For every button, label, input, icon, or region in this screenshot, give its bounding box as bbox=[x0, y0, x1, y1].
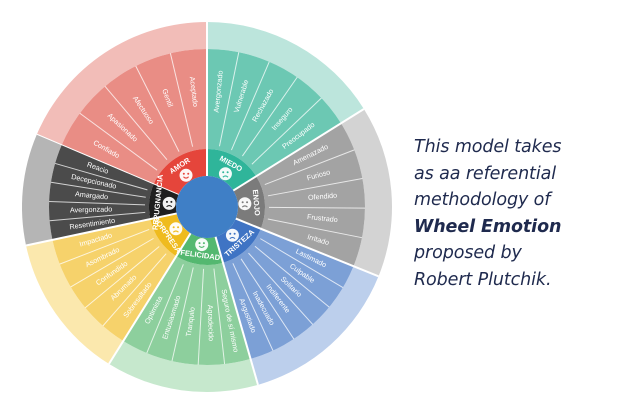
emotion-divider bbox=[267, 177, 363, 197]
surprised-face-icon bbox=[169, 222, 183, 236]
segment-emotion-band bbox=[207, 49, 341, 177]
emotion-label: Aceptado bbox=[188, 76, 200, 107]
emotion-divider bbox=[267, 218, 363, 239]
segment-emotion-band bbox=[256, 123, 365, 267]
segment-core bbox=[207, 149, 257, 191]
emotion-divider bbox=[197, 268, 205, 365]
emotion-divider bbox=[84, 246, 160, 309]
caption-highlight: Wheel Emotion bbox=[414, 216, 562, 237]
emotion-divider bbox=[102, 253, 167, 327]
emotion-divider bbox=[54, 162, 148, 191]
segment-outer-band bbox=[250, 266, 379, 385]
segment-outer-band bbox=[340, 108, 392, 277]
emotion-divider bbox=[50, 181, 146, 198]
segment-emotion-band bbox=[123, 256, 251, 365]
caption-line: as aa referential bbox=[414, 163, 556, 184]
wheel-center-hub bbox=[176, 176, 238, 238]
emotion-divider bbox=[59, 228, 150, 265]
segment-outer-band bbox=[108, 340, 258, 393]
emotion-divider bbox=[146, 264, 184, 354]
segment-separator bbox=[108, 232, 192, 365]
emotion-divider bbox=[260, 238, 344, 289]
emotion-divider bbox=[232, 263, 274, 351]
emotion-divider bbox=[171, 267, 194, 362]
emotion-divider bbox=[79, 112, 158, 171]
segment-emotion-band bbox=[61, 49, 207, 185]
emotion-label: Agradecido bbox=[206, 305, 216, 342]
segment-enojo bbox=[232, 108, 392, 277]
emotion-label: Tranquilo bbox=[184, 306, 197, 337]
segment-outer-band bbox=[26, 239, 124, 364]
emotion-divider bbox=[230, 61, 270, 151]
emotion-divider bbox=[213, 268, 226, 365]
wheel-ring-layer bbox=[22, 22, 392, 393]
caption-text: This model takes as aa referential metho… bbox=[414, 134, 636, 293]
caption-line: Robert Plutchik. bbox=[414, 269, 552, 290]
segment-separator bbox=[232, 108, 365, 192]
emotion-divider bbox=[248, 252, 314, 325]
emotion-divider bbox=[268, 206, 365, 209]
emotion-divider bbox=[169, 53, 194, 147]
emotion-divider bbox=[218, 52, 240, 147]
segment-core bbox=[215, 218, 261, 263]
emotion-divider bbox=[264, 149, 355, 186]
emotion-label: Ofendido bbox=[308, 191, 338, 203]
segment-core bbox=[150, 213, 191, 257]
emotion-divider bbox=[49, 211, 146, 222]
emotion-divider bbox=[70, 237, 154, 288]
emotion-divider bbox=[49, 200, 146, 206]
category-label-enojo: ENOJO bbox=[251, 189, 262, 216]
caption-line: proposed by bbox=[414, 243, 522, 263]
smile-heart-eyes-icon bbox=[179, 168, 193, 182]
emotion-label: Avergonzado bbox=[70, 204, 112, 214]
segment-separator bbox=[36, 133, 179, 196]
caption-line: This model takes bbox=[414, 137, 562, 157]
sad-face-icon bbox=[225, 228, 239, 242]
segment-separator bbox=[235, 217, 379, 278]
emotion-divider bbox=[241, 76, 298, 157]
segment-outer-band bbox=[207, 22, 364, 124]
segment-outer-band bbox=[36, 22, 207, 146]
segment-repugnancia bbox=[22, 134, 179, 247]
emotion-divider bbox=[254, 245, 330, 308]
segment-amor bbox=[36, 22, 207, 196]
disgust-face-icon bbox=[162, 196, 176, 210]
emotion-divider bbox=[104, 85, 168, 160]
happy-face-icon bbox=[195, 238, 209, 252]
emotion-label: Avergonzado bbox=[212, 70, 225, 113]
emotion-divider bbox=[135, 65, 180, 152]
segment-core bbox=[153, 149, 207, 195]
angry-face-icon bbox=[238, 197, 252, 211]
segment-separator bbox=[214, 236, 259, 386]
segment-sorpresa bbox=[26, 213, 192, 365]
emotion-divider bbox=[251, 97, 322, 165]
emotion-divider bbox=[240, 258, 295, 340]
segment-separator bbox=[25, 212, 177, 247]
emotion-label: Amargado bbox=[75, 189, 109, 201]
worried-face-icon bbox=[218, 167, 232, 181]
emotion-label: Frustrado bbox=[307, 212, 339, 224]
segment-tristeza bbox=[215, 217, 379, 385]
caption-line: methodology of bbox=[414, 190, 551, 210]
segment-outer-band bbox=[22, 134, 62, 246]
segment-miedo bbox=[206, 22, 364, 191]
segment-emotion-band bbox=[52, 219, 177, 341]
